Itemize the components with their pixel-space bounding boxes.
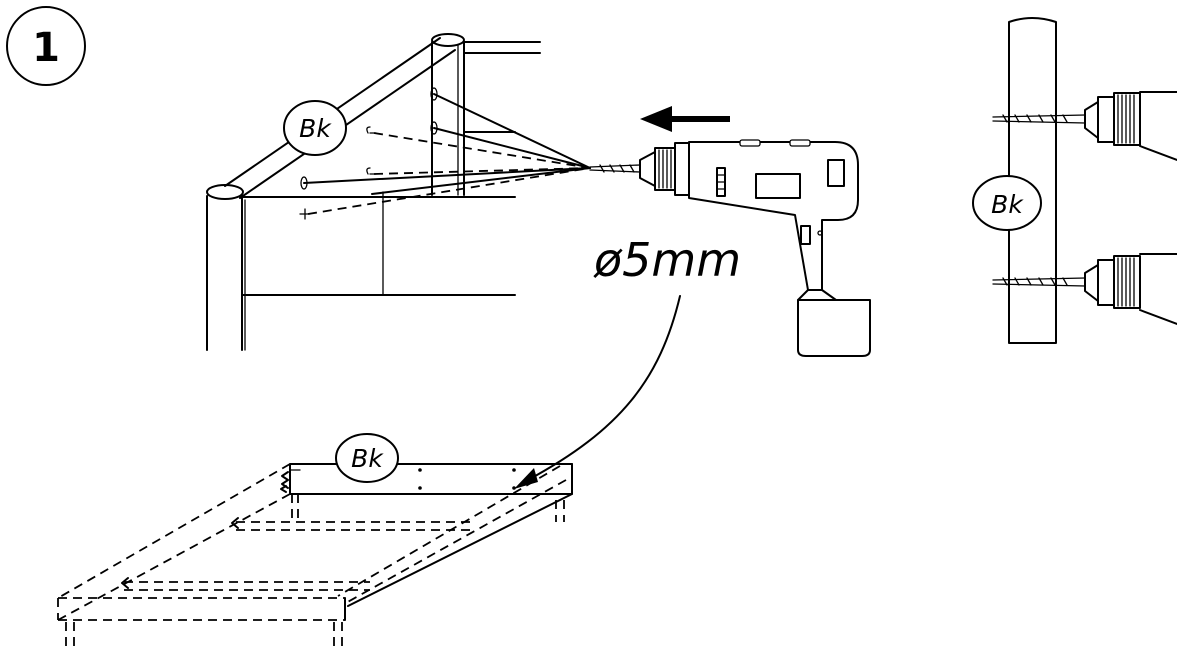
part-label-bk-1: Bk [299, 114, 332, 143]
power-drill-icon [589, 139, 871, 357]
step-number-badge: 1 [6, 6, 86, 86]
part-label-bk-3: Bk [351, 444, 384, 473]
frame-assembly-drawing: Bk [57, 433, 573, 650]
arrow-left-icon [640, 106, 730, 132]
frame-corner-detail: Bk [206, 33, 591, 351]
part-label-bk-2: Bk [991, 190, 1024, 219]
pointer-arrow [514, 295, 681, 489]
drill-bit-icon [992, 253, 1177, 325]
drill-size-label: ø5mm [593, 233, 741, 287]
drill-bit-icon [992, 91, 1177, 161]
post-drilling-detail: Bk [972, 17, 1177, 344]
step-number: 1 [32, 25, 60, 71]
